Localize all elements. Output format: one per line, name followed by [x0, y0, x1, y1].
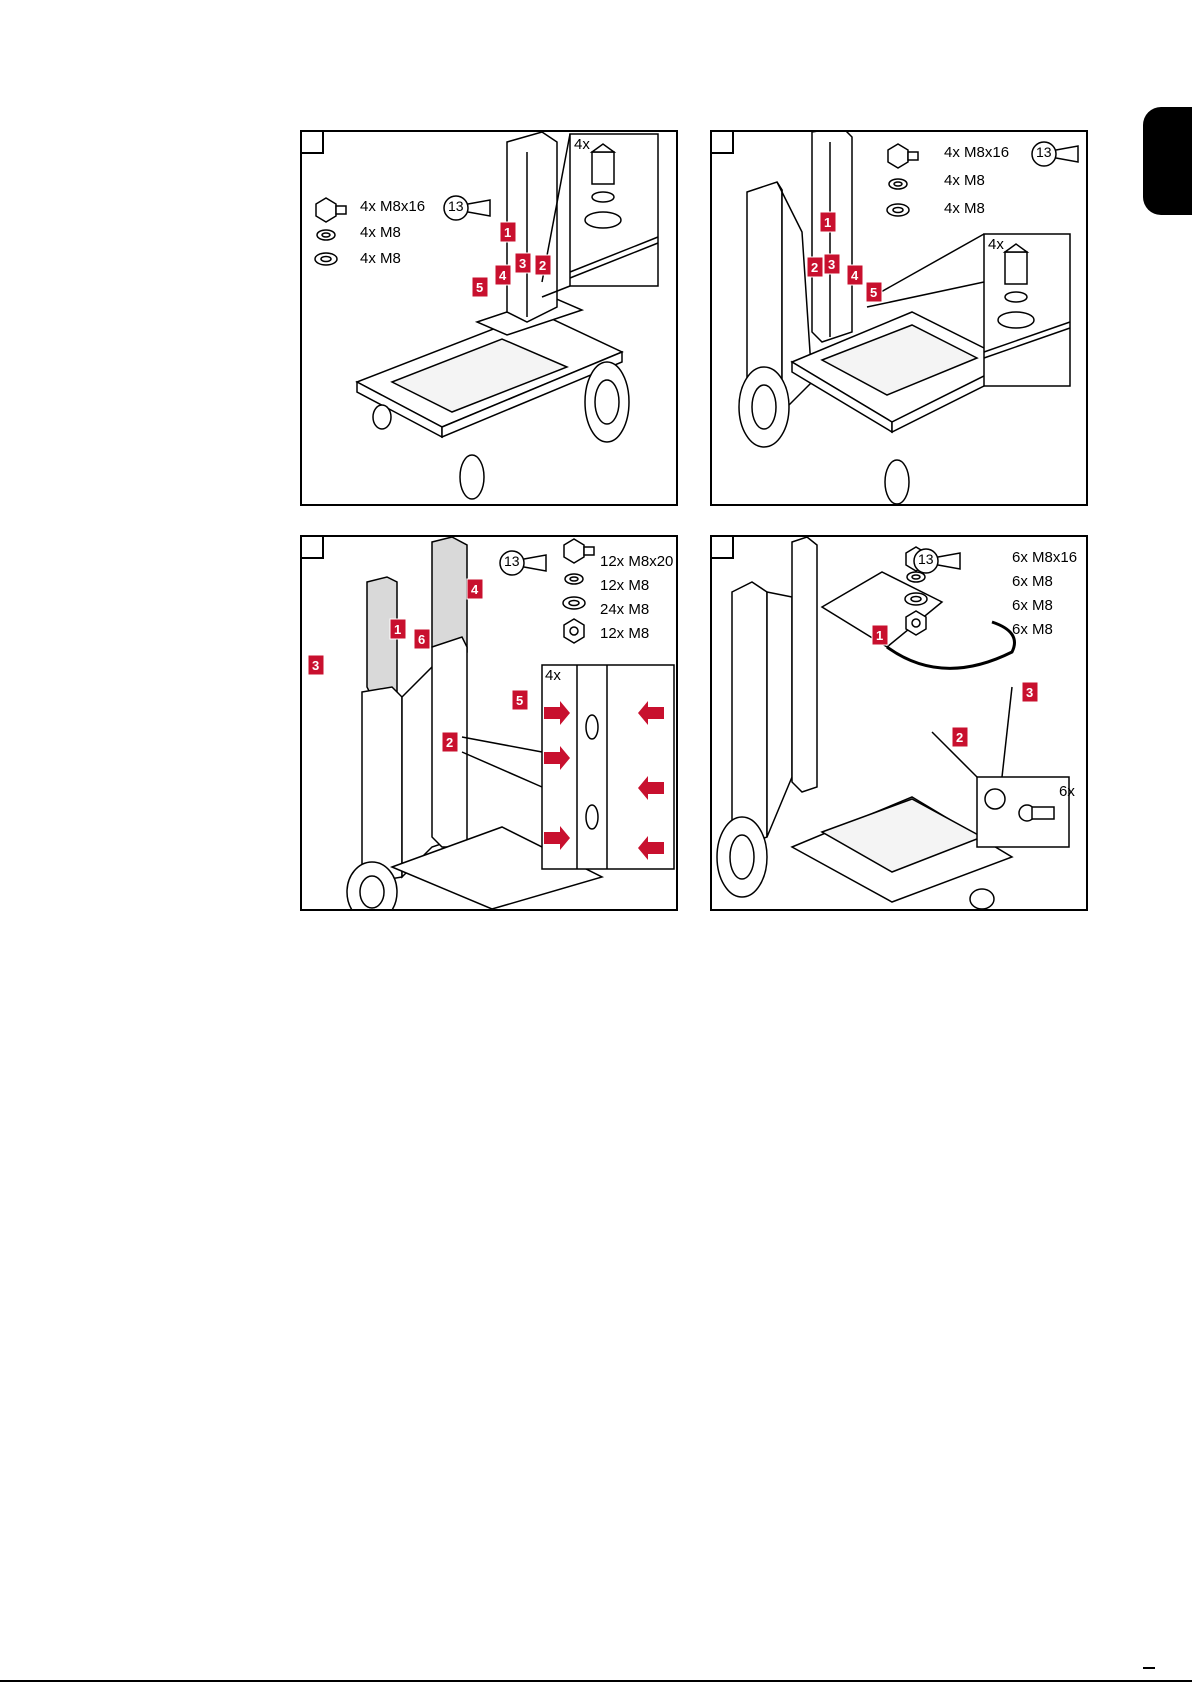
assembly-step-panel-1: 1 2 3 4 5 4x M8x16 4x M8 4x M8 4x 13 — [300, 130, 678, 506]
wrench-size: 13 — [918, 551, 934, 567]
callout-text: 5 — [870, 285, 877, 300]
wrench-size: 13 — [448, 198, 464, 214]
assembly-step-panel-4: 1 2 3 6x M8x16 6x M8 6x M8 6x M8 6x 13 — [710, 535, 1088, 911]
spring-washer-label: 4x M8 — [944, 172, 985, 189]
washer-label: 4x M8 — [944, 200, 985, 217]
callout-text: 3 — [828, 257, 835, 272]
chapter-tab — [1143, 107, 1192, 215]
spring-washer-label: 4x M8 — [360, 224, 401, 241]
callout-text: 1 — [824, 215, 831, 230]
step-checkbox — [712, 537, 734, 559]
step-checkbox — [302, 132, 324, 154]
wrench-size: 13 — [1036, 144, 1052, 160]
callout-text: 4 — [471, 582, 479, 597]
callout-text: 2 — [811, 260, 818, 275]
washer-label: 4x M8 — [360, 250, 401, 267]
callout-text: 3 — [312, 658, 319, 673]
callout-text: 2 — [446, 735, 453, 750]
callout-text: 1 — [394, 622, 401, 637]
assembly-step-panel-3: 1 2 3 4 5 6 12x M8x20 12x M8 24x M8 12x … — [300, 535, 678, 911]
footer-rule — [0, 1680, 1192, 1682]
detail-count-label: 4x — [574, 136, 590, 153]
detail-count-label: 4x — [988, 236, 1004, 253]
callout-text: 4 — [851, 268, 859, 283]
callout-text: 1 — [876, 628, 883, 643]
bolt-label: 4x M8x16 — [360, 198, 425, 215]
page-number-mark — [1143, 1667, 1155, 1669]
callout-text: 6 — [418, 632, 425, 647]
assembly-step-panel-2: 1 2 3 4 5 4x M8x16 4x M8 4x M8 4x 13 — [710, 130, 1088, 506]
step-checkbox — [712, 132, 734, 154]
wrench-size: 13 — [504, 553, 520, 569]
bolt-label: 4x M8x16 — [944, 144, 1009, 161]
step-checkbox — [302, 537, 324, 559]
